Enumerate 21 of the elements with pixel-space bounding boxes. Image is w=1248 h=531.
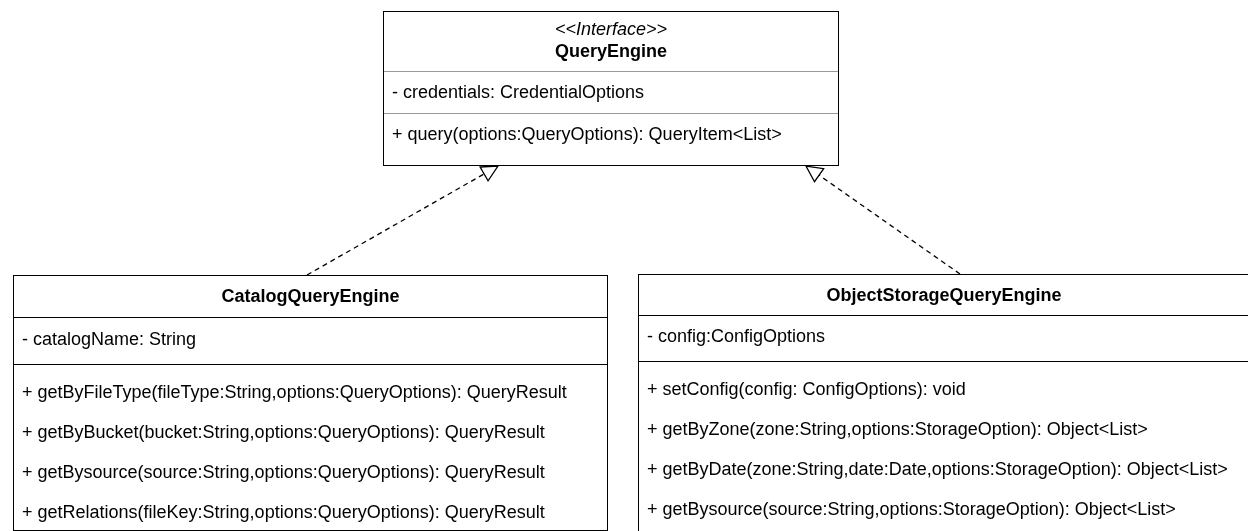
attribute-text: - catalogName: String (22, 328, 198, 351)
class-name: ObjectStorageQueryEngine (825, 284, 1063, 306)
method-text: + setConfig(config: ConfigOptions): void (647, 378, 967, 401)
class-name: CatalogQueryEngine (220, 285, 401, 307)
method-text: + getBysource(source:String,options:StorageOption): Object<List> (647, 498, 1177, 521)
method-text: + getByFileType(fileType:String,options:QueryOptions): QueryResult (22, 381, 568, 404)
class-box (383, 11, 839, 166)
realization-arrow (805, 165, 961, 275)
class-box (638, 274, 1248, 531)
method-text: + getRelations(fileKey:String,options:QueryOptions): QueryResult (22, 501, 546, 524)
attribute-text: - config:ConfigOptions (647, 325, 827, 348)
method-text: + getByZone(zone:String,options:StorageOption): Object<List> (647, 418, 1149, 441)
method-text: + getByDate(zone:String,date:Date,options:StorageOption): Object<List> (647, 458, 1229, 481)
attribute-text: - credentials: CredentialOptions (392, 81, 646, 104)
realization-arrow (306, 165, 499, 276)
class-name: QueryEngine (554, 40, 668, 62)
method-text: + query(options:QueryOptions): QueryItem<List> (392, 123, 783, 146)
method-text: + getBysource(source:String,options:QueryOptions): QueryResult (22, 461, 546, 484)
class-box (13, 275, 608, 531)
method-text: + getByBucket(bucket:String,options:QueryOptions): QueryResult (22, 421, 546, 444)
stereotype-label: <<Interface>> (553, 18, 669, 40)
